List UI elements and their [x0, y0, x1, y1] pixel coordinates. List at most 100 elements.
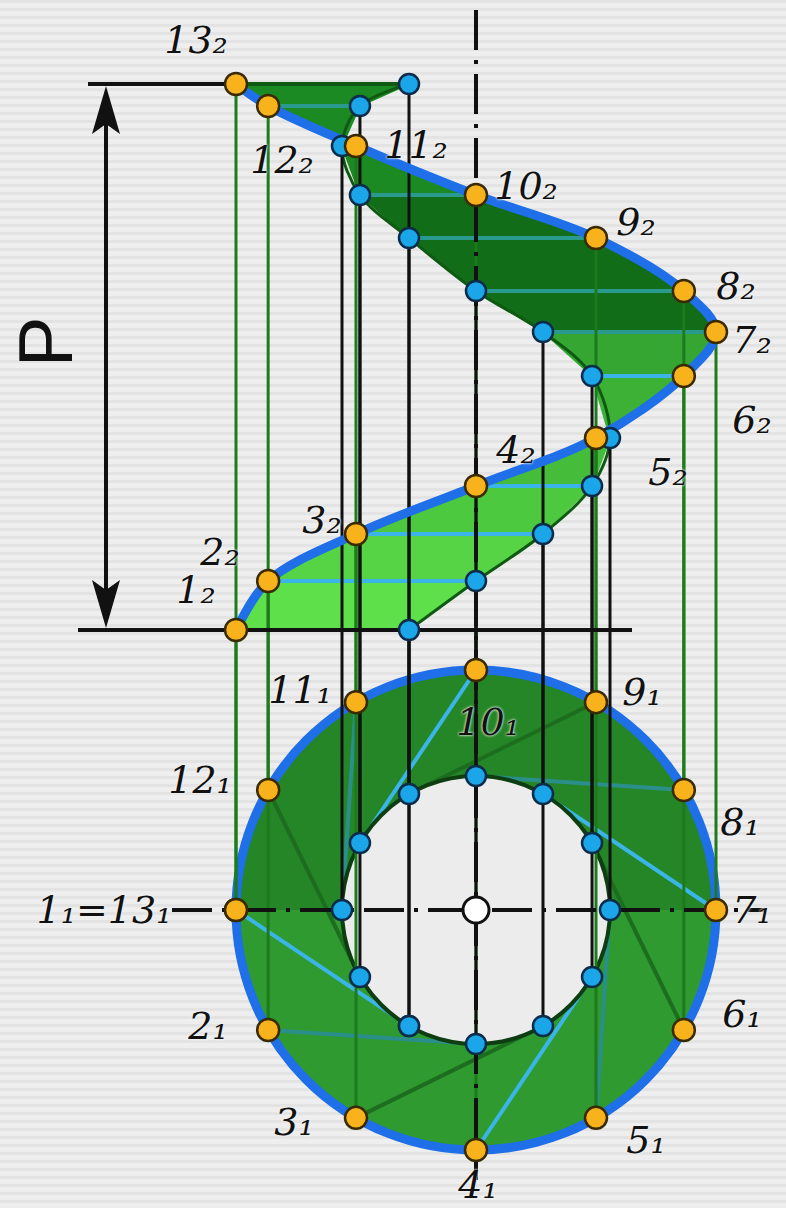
- inner-point: [399, 620, 419, 640]
- point-label: 1₁=13₁: [37, 891, 172, 929]
- projection-line: [609, 438, 612, 910]
- outer-point: [705, 321, 727, 343]
- inner-point: [399, 1016, 419, 1036]
- outer-point: [585, 427, 607, 449]
- outer-point: [225, 899, 247, 921]
- point-label: 9₁: [622, 673, 661, 711]
- point-label: 12₂: [250, 141, 314, 179]
- inner-point: [533, 1016, 553, 1036]
- inner-point: [582, 366, 602, 386]
- outer-point: [225, 899, 247, 921]
- inner-point: [600, 900, 620, 920]
- generator-line: [543, 330, 716, 334]
- point-label: 5₂: [648, 453, 687, 491]
- outer-point: [465, 1139, 487, 1161]
- point-label: 9₂: [616, 203, 655, 241]
- point-label: 3₁: [274, 1103, 313, 1141]
- dimension-label: P: [8, 317, 84, 368]
- outer-point: [257, 95, 279, 117]
- point-label: 8₂: [716, 267, 755, 305]
- inner-point: [466, 766, 486, 786]
- outer-point: [465, 184, 487, 206]
- points: [225, 73, 727, 1161]
- inner-point: [399, 74, 419, 94]
- inner-point: [466, 571, 486, 591]
- axis-lines: [172, 10, 765, 1180]
- outer-point: [673, 280, 695, 302]
- outer-point: [673, 365, 695, 387]
- point-label: 4₁: [458, 1166, 497, 1204]
- inner-point: [350, 967, 370, 987]
- outer-point: [345, 1107, 367, 1129]
- tread-line: [236, 82, 409, 86]
- outer-point: [257, 1019, 279, 1041]
- projection-line: [542, 332, 545, 794]
- outer-point: [673, 1019, 695, 1041]
- point-label: 2₂: [200, 533, 239, 571]
- dimension-line: [104, 100, 108, 614]
- point-label: 2₁: [188, 1007, 227, 1045]
- generator-line: [476, 289, 684, 293]
- outer-point: [465, 475, 487, 497]
- outer-point: [345, 135, 367, 157]
- outer-point: [257, 570, 279, 592]
- outer-point: [585, 227, 607, 249]
- point-label: 7₂: [732, 321, 771, 359]
- inner-point: [582, 833, 602, 853]
- inner-point: [582, 476, 602, 496]
- inner-point: [332, 900, 352, 920]
- outer-point: [225, 73, 247, 95]
- inner-point: [350, 833, 370, 853]
- outer-point: [345, 523, 367, 545]
- inner-point: [533, 524, 553, 544]
- outer-point: [225, 619, 247, 641]
- inner-point: [350, 185, 370, 205]
- point-label: 12₁: [168, 761, 232, 799]
- inner-point: [533, 784, 553, 804]
- generator-line: [268, 579, 476, 583]
- generator-line: [356, 532, 543, 536]
- outer-point: [705, 899, 727, 921]
- generator-line: [592, 374, 684, 378]
- point-label: 3₂: [302, 501, 341, 539]
- projection-line: [355, 146, 358, 702]
- point-label: 8₁: [720, 803, 759, 841]
- point-label: 1₂: [176, 571, 215, 609]
- inner-point: [533, 322, 553, 342]
- point-label: 6₂: [732, 401, 771, 439]
- generator-line: [268, 104, 360, 108]
- inner-point: [399, 1016, 419, 1036]
- inner-point: [350, 96, 370, 116]
- point-label: 10₂: [494, 167, 558, 205]
- point-label: 13₂: [164, 21, 228, 59]
- inner-point: [399, 784, 419, 804]
- generator-line: [236, 82, 409, 86]
- point-label: 7₁: [732, 891, 771, 929]
- point-label: 11₁: [268, 671, 332, 709]
- projection-line: [235, 84, 238, 910]
- point-label: 6₁: [722, 995, 761, 1033]
- axis-point: [463, 897, 489, 923]
- arrowhead: [92, 86, 120, 134]
- extension-line: [78, 628, 632, 632]
- point-label: 11₂: [384, 126, 448, 164]
- inner-point: [466, 281, 486, 301]
- outer-point: [585, 1107, 607, 1129]
- outer-point: [673, 779, 695, 801]
- projection-line: [408, 84, 411, 1026]
- dimension-p: [78, 84, 632, 630]
- projection-line: [715, 332, 718, 910]
- outer-point: [465, 659, 487, 681]
- point-label: 10₁: [456, 703, 520, 741]
- inner-point: [466, 1034, 486, 1054]
- point-label: 5₁: [626, 1121, 665, 1159]
- generator-line: [360, 193, 476, 197]
- outer-point: [345, 691, 367, 713]
- generator-line: [409, 236, 596, 240]
- point-label: 4₂: [496, 431, 535, 469]
- arrowhead: [92, 580, 120, 628]
- outer-point: [585, 691, 607, 713]
